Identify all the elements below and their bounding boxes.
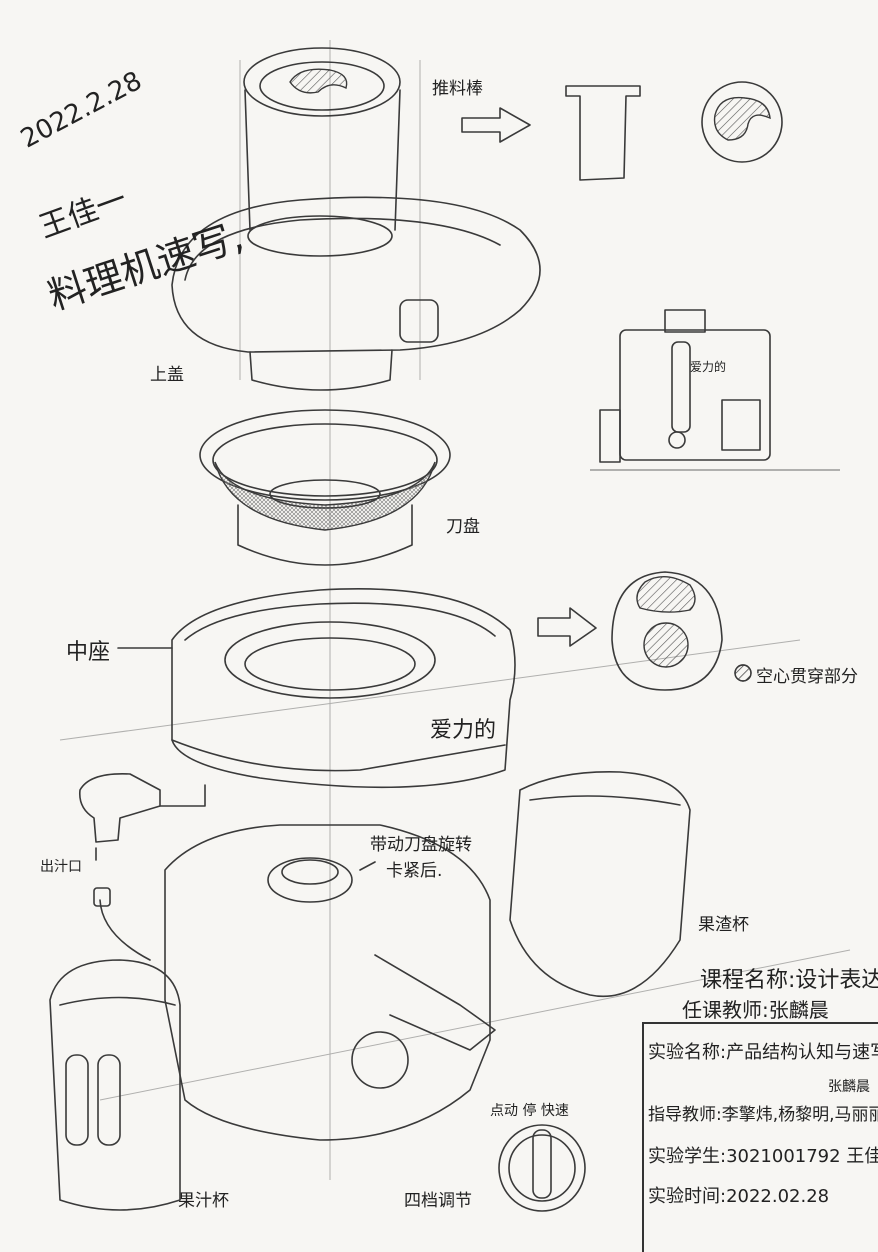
motor-base-drawing <box>164 824 496 1141</box>
hollow-legend-swatch <box>734 664 752 682</box>
info-table-frame <box>642 1022 878 1252</box>
info-guide: 指导教师:李擎炜,杨黎明,马丽丽, <box>648 1105 878 1125</box>
info-student: 实验学生:3021001792 王佳一 <box>648 1146 878 1167</box>
brand-mark-top: 爱力的 <box>690 360 727 374</box>
blade-disc-drawing <box>199 409 451 566</box>
info-experiment: 实验名称:产品结构认知与速写 <box>648 1042 878 1063</box>
pusher-detail-drawing <box>461 81 783 181</box>
brand-mark-base: 爱力的 <box>430 718 497 743</box>
callout-drive-note-1: 带动刀盘旋转 <box>370 835 472 855</box>
callout-top-cover: 上盖 <box>150 365 184 385</box>
knob-labels: 点动 停 快速 <box>490 1103 569 1119</box>
top-cover-drawing <box>171 47 541 391</box>
leader-lines <box>95 847 376 871</box>
hollow-section-drawing <box>537 571 752 691</box>
callout-pulp-cup: 果渣杯 <box>698 915 749 935</box>
middle-base-drawing <box>117 588 516 789</box>
callout-juice-outlet: 出汁口 <box>40 859 82 875</box>
callout-juice-cup: 果汁杯 <box>178 1191 229 1211</box>
info-guide-extra: 张麟晨 <box>828 1079 870 1095</box>
knob-drawing <box>498 1124 586 1212</box>
callout-middle-base: 中座 <box>66 640 111 665</box>
info-teacher: 任课教师:张麟晨 <box>682 998 829 1022</box>
assembled-product-drawing <box>590 309 840 471</box>
callout-drive-note-2: 卡紧后. <box>386 861 443 881</box>
callout-blade-disc: 刀盘 <box>446 517 480 537</box>
info-course: 课程名称:设计表达C <box>700 968 878 993</box>
callout-hollow-legend: 空心贯穿部分 <box>756 667 858 687</box>
info-time: 实验时间:2022.02.28 <box>648 1186 830 1207</box>
juice-cup-drawing <box>49 887 181 1211</box>
pulp-cup-drawing <box>509 771 691 997</box>
callout-gear-control: 四档调节 <box>404 1191 472 1211</box>
callout-pusher: 推料棒 <box>432 79 483 99</box>
juice-outlet-drawing <box>78 773 206 843</box>
